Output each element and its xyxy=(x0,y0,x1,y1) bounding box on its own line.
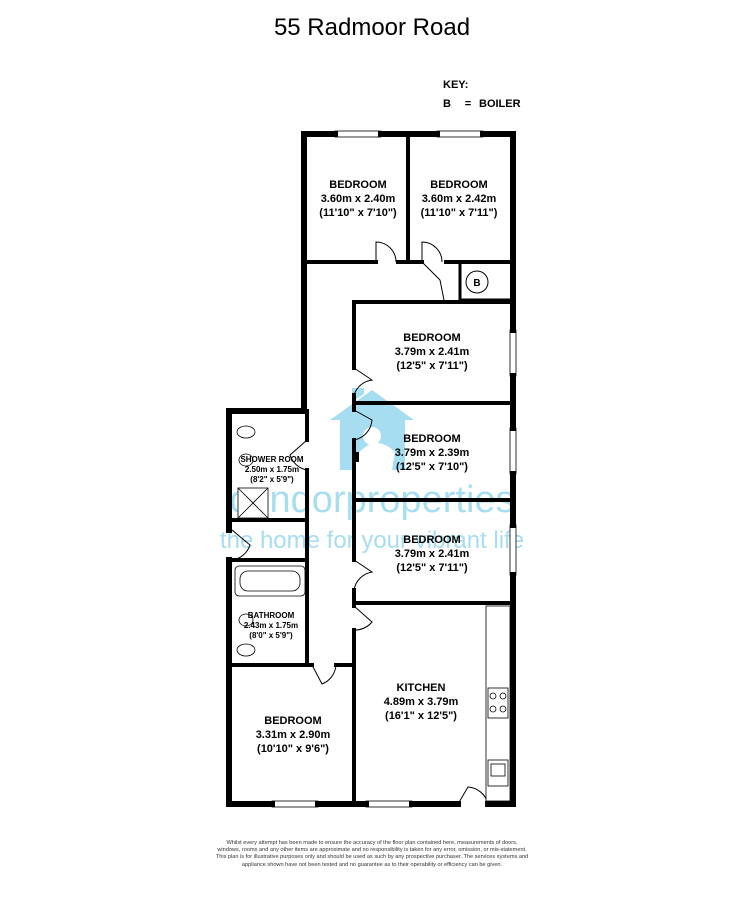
plan-title: 55 Radmoor Road xyxy=(273,14,471,41)
room-imperial: (16'1" x 12'5") xyxy=(385,710,457,722)
room-metric: 3.31m x 2.90m xyxy=(256,729,331,741)
room-metric: 3.79m x 2.41m xyxy=(395,346,470,358)
room-name: BEDROOM xyxy=(430,179,487,191)
door-kitchen xyxy=(353,605,373,631)
key-symbol: B xyxy=(443,98,451,110)
door-bedroom-right-2 xyxy=(353,409,373,441)
bathroom-toilet-icon xyxy=(236,643,256,657)
bath-inner xyxy=(239,570,301,592)
room-imperial: (12'5" x 7'11") xyxy=(396,360,468,372)
room-metric: 4.89m x 3.79m xyxy=(384,696,459,708)
room-name: BEDROOM xyxy=(329,179,386,191)
room-imperial: (8'0" x 5'9") xyxy=(249,631,293,640)
hob-ring-icon xyxy=(489,692,497,700)
hob-ring-icon xyxy=(489,705,497,713)
sink-bowl xyxy=(490,763,506,777)
boiler: B xyxy=(465,270,489,294)
door-bathroom xyxy=(231,529,251,561)
room-metric: 3.79m x 2.41m xyxy=(395,548,470,560)
room-metric: 2.50m x 1.75m xyxy=(245,465,299,474)
door-shower-room xyxy=(289,439,308,471)
room-imperial: (11'10" x 7'11") xyxy=(421,207,498,219)
room-imperial: (10'10" x 9'6") xyxy=(257,743,329,755)
door-bedroom-bottom-left xyxy=(311,664,337,685)
toilet-icon xyxy=(236,425,256,439)
watermark-tagline-text: the home for your vibrant life xyxy=(220,527,524,554)
door-front xyxy=(457,786,489,805)
room-imperial: (12'5" x 7'10") xyxy=(396,461,468,473)
door-boiler-cupboard xyxy=(421,261,445,301)
door-bedroom-top-left xyxy=(375,241,397,263)
window-bedroom-right-2 xyxy=(509,427,517,475)
room-name: BEDROOM xyxy=(264,715,321,727)
window-kitchen xyxy=(365,800,413,808)
boiler-icon xyxy=(465,270,489,294)
door-bedroom-right-1 xyxy=(353,367,374,396)
key-meaning: BOILER xyxy=(479,98,521,110)
room-metric: 3.79m x 2.39m xyxy=(395,447,470,459)
bathroom-basin-icon xyxy=(238,613,254,627)
walls xyxy=(226,131,516,807)
room-imperial: (11'10" x 7'10") xyxy=(319,207,397,219)
boiler-symbol: B xyxy=(473,278,480,289)
room-metric: 2.43m x 1.75m xyxy=(244,621,298,630)
room-name: BEDROOM xyxy=(403,534,460,546)
disclaimer-text: Whilst every attempt has been made to en… xyxy=(215,840,529,868)
key-legend: KEY: B = BOILER xyxy=(443,76,521,114)
door-bedroom-right-3 xyxy=(353,559,374,591)
room-name: BEDROOM xyxy=(403,433,460,445)
room-imperial: (8'2" x 5'9") xyxy=(250,475,294,484)
hob-icon xyxy=(487,687,509,719)
room-name: SHOWER ROOM xyxy=(240,455,303,464)
watermark-logo-icon xyxy=(330,388,414,470)
basin-icon xyxy=(238,453,254,467)
window-bedroom-right-1 xyxy=(509,329,517,377)
window-bedroom-right-3 xyxy=(509,524,517,576)
wall-marker xyxy=(356,452,359,462)
room-metric: 3.60m x 2.40m xyxy=(321,193,396,205)
room-name: BEDROOM xyxy=(403,332,460,344)
hob-ring-icon xyxy=(499,692,507,700)
room-name: KITCHEN xyxy=(397,682,446,694)
shower-tray-diagonal-2 xyxy=(237,487,269,519)
room-labels: BEDROOM 3.60m x 2.40m (11'10" x 7'10") B… xyxy=(240,179,497,755)
key-title: KEY: xyxy=(443,79,469,91)
room-metric: 3.60m x 2.42m xyxy=(422,193,497,205)
key-entry-boiler: B = BOILER xyxy=(443,95,521,114)
key-equals: = xyxy=(464,98,472,110)
fixtures xyxy=(234,425,511,802)
room-name: BATHROOM xyxy=(248,611,295,620)
door-bedroom-top-right xyxy=(421,241,443,263)
window-bedroom-top-right xyxy=(436,130,484,138)
hob-ring-icon xyxy=(499,705,507,713)
room-imperial: (12'5" x 7'11") xyxy=(396,562,468,574)
window-bedroom-top-left xyxy=(334,130,382,138)
window-bedroom-bottom-left xyxy=(271,800,319,808)
